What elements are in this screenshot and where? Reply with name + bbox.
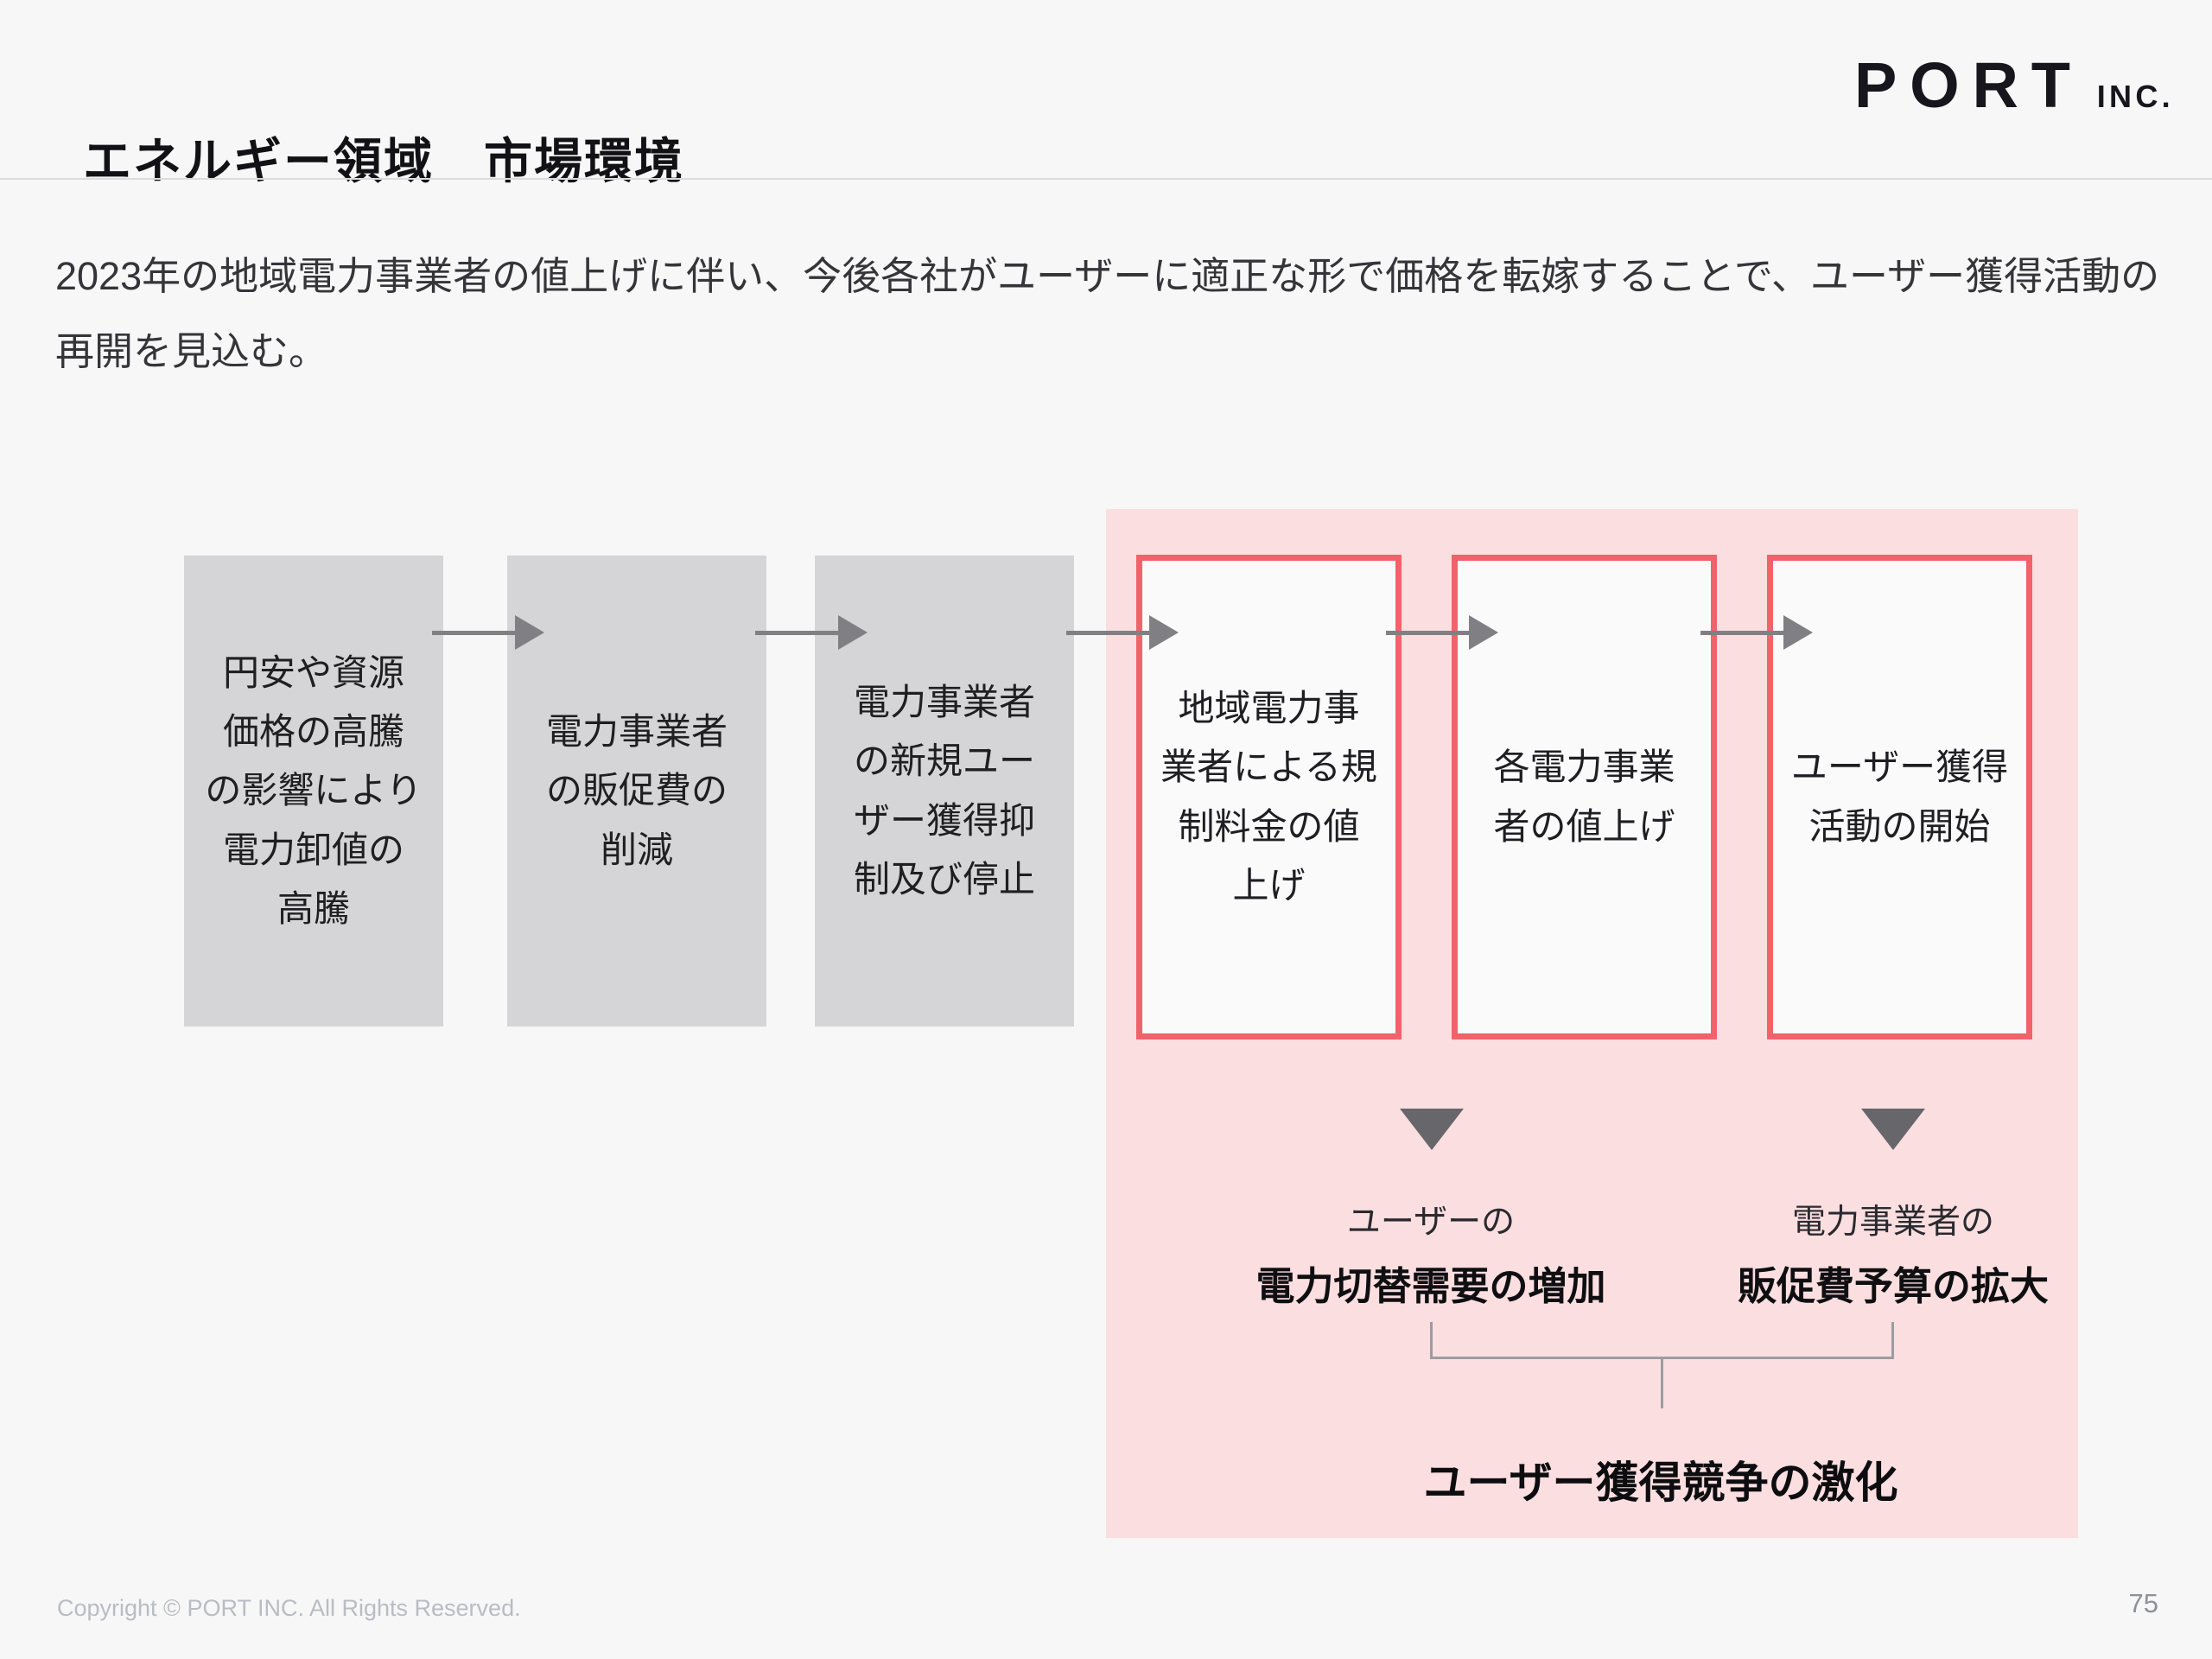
arrow-right-icon (1469, 615, 1498, 650)
flow-box-2: 電力事業者 の販促費の 削減 (507, 556, 766, 1027)
arrow-right-icon (1783, 615, 1813, 650)
page-number: 75 (2128, 1588, 2158, 1618)
flow-arrow-1 (432, 615, 546, 650)
arrow-line (432, 631, 515, 635)
port-logo: PORT INC. (1854, 48, 2174, 122)
outcome-right-prefix: 電力事業者の (1791, 1204, 1995, 1241)
arrow-line (1700, 631, 1783, 635)
logo-text-inc: INC. (2096, 79, 2174, 114)
outcome-left-main: 電力切替需要の増加 (1255, 1264, 1606, 1308)
lead-text: 2023年の地域電力事業者の値上げに伴い、今後各社がユーザーに適正な形で価格を転… (55, 254, 2160, 373)
flow-box-4: 地域電力事 業者による規 制料金の値 上げ (1136, 555, 1402, 1039)
triangle-down-icon-right (1861, 1109, 1925, 1150)
flow-box-label: 電力事業者 の新規ユー ザー獲得抑 制及び停止 (853, 682, 1035, 899)
flow-arrow-2 (755, 615, 869, 650)
flow-arrow-4 (1386, 615, 1500, 650)
flow-box-label: 円安や資源 価格の高騰 の影響により 電力卸値の 高騰 (205, 652, 423, 929)
bracket-left-line (1430, 1322, 1433, 1358)
arrow-right-icon (838, 615, 868, 650)
arrow-right-icon (1149, 615, 1179, 650)
flow-arrow-3 (1066, 615, 1180, 650)
flow-arrow-5 (1700, 615, 1815, 650)
page-title: エネルギー領域 市場環境 (83, 133, 684, 188)
flow-box-label: 地域電力事 業者による規 制料金の値 上げ (1160, 688, 1377, 906)
bracket-stem-line (1661, 1359, 1663, 1408)
flow-box-label: ユーザー獲得 活動の開始 (1790, 747, 2009, 847)
arrow-line (755, 631, 838, 635)
flow-box-label: 電力事業者 の販促費の 削減 (545, 711, 728, 870)
bracket-horizontal-line (1430, 1357, 1894, 1359)
triangle-down-icon-left (1400, 1109, 1464, 1150)
arrow-line (1066, 631, 1149, 635)
arrow-line (1386, 631, 1469, 635)
outcome-right-main: 販促費予算の拡大 (1737, 1264, 2050, 1308)
conclusion-text: ユーザー獲得競争の激化 (1423, 1459, 1898, 1507)
footer-copyright: Copyright © PORT INC. All Rights Reserve… (57, 1595, 521, 1621)
outcome-left-prefix: ユーザーの (1346, 1204, 1516, 1241)
flow-box-1: 円安や資源 価格の高騰 の影響により 電力卸値の 高騰 (184, 556, 443, 1027)
arrow-right-icon (515, 615, 544, 650)
logo-text-port: PORT (1853, 49, 2083, 121)
header-divider (0, 178, 2212, 180)
bracket-right-line (1891, 1322, 1894, 1358)
flow-box-label: 各電力事業 者の値上げ (1493, 747, 1675, 847)
